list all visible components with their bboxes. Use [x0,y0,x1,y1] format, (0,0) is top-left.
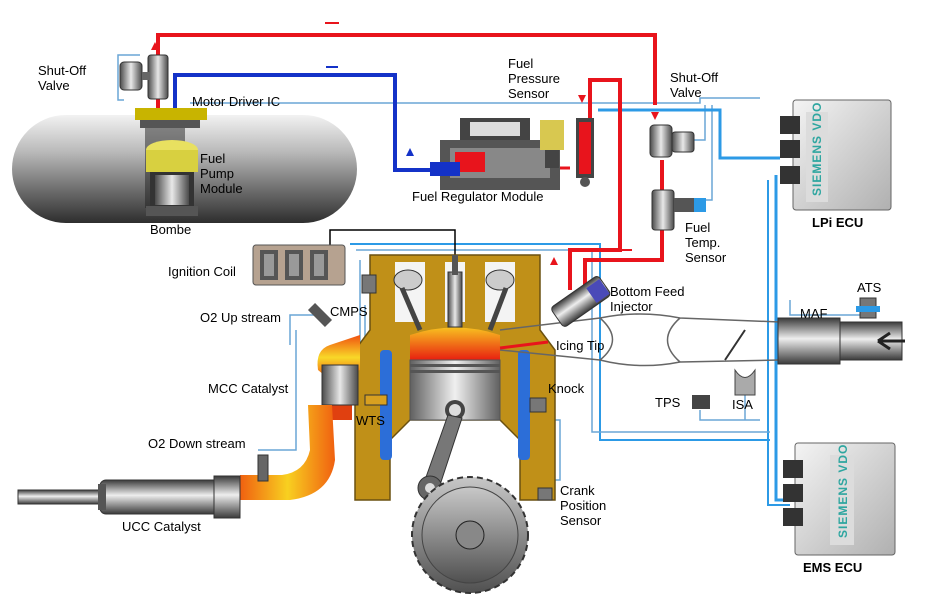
label-isa: ISA [732,397,753,412]
label-wts: WTS [356,413,385,428]
label-crank-position-sensor: Crank Position Sensor [560,483,607,528]
ignition-coil [252,244,346,286]
exhaust-system [17,335,360,519]
o2-upstream-sensor [307,302,333,328]
label-mcc-catalyst: MCC Catalyst [208,381,289,396]
knock-sensor [529,397,547,413]
bombe-tank [12,108,357,223]
label-knock: Knock [548,381,585,396]
label-cmps: CMPS [330,304,368,319]
label-ignition-coil: Ignition Coil [168,264,236,279]
label-ems-ecu: EMS ECU [803,560,863,575]
cmps-sensor [361,274,377,294]
label-shutoff-valve-left: Shut-Off Valve [38,63,87,93]
label-fuel-pressure-sensor: Fuel Pressure Sensor [508,56,561,101]
maf-sensor [777,317,905,365]
label-lpi-ecu: LPi ECU [812,215,864,230]
label-siemens-upper: SIEMENS VDO [810,101,824,196]
label-icing-tip: Icing Tip [556,338,605,353]
label-fuel-regulator-module: Fuel Regulator Module [412,189,544,204]
label-bottom-feed-injector: Bottom Feed Injector [610,284,685,314]
label-maf: MAF [800,306,828,321]
label-ucc-catalyst: UCC Catalyst [122,519,201,534]
crank-position-sensor-body [537,487,553,501]
shutoff-valve-right [649,124,695,158]
engine [354,254,556,501]
intake-manifold [499,313,781,367]
label-fuel-temp-sensor: Fuel Temp. Sensor [685,220,727,265]
wts-sensor [364,394,388,406]
label-o2-up-stream: O2 Up stream [200,310,281,325]
label-fuel-pump-module: Fuel Pump Module [200,151,243,196]
fuel-temp-sensor [651,189,706,231]
label-motor-driver-ic: Motor Driver IC [192,94,281,109]
ems-ecu [783,442,896,556]
throttle-and-isa [692,329,756,409]
crank-gear [411,476,529,594]
shutoff-valve-left [119,54,169,100]
label-o2-down-stream: O2 Down stream [148,436,246,451]
label-shutoff-valve-right: Shut-Off Valve [670,70,719,100]
flow-arrows [151,42,659,265]
label-bombe: Bombe [150,222,192,237]
o2-downstream-sensor [257,454,269,482]
fuel-regulator-module [430,118,594,190]
ats-sensor [856,297,880,319]
lpi-ecu [780,99,892,211]
label-siemens-lower: SIEMENS VDO [836,443,850,538]
bottom-feed-injector [551,276,611,327]
label-ats: ATS [857,280,882,295]
label-tps: TPS [655,395,681,410]
